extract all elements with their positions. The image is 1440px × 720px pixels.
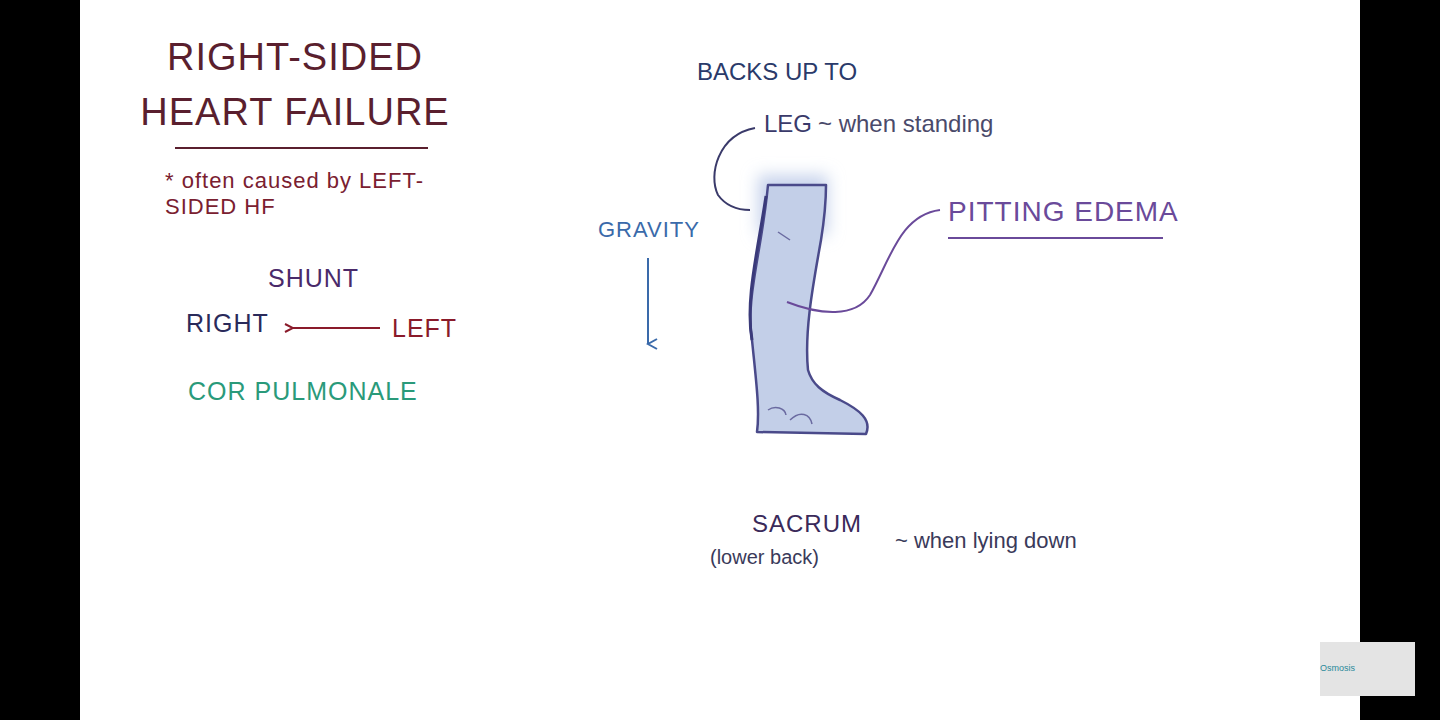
left-label: LEFT [392,313,457,343]
shunt-arrow [292,327,380,329]
cor-pulmonale-label: COR PULMONALE [188,376,418,406]
lower-back-note: (lower back) [710,545,819,569]
ankle-detail [768,408,786,415]
leg-outline [750,196,766,340]
leg-label: LEG [764,110,812,139]
leg-bracket [714,128,755,210]
title: RIGHT-SIDED HEART FAILURE [125,30,465,140]
sacrum-label: SACRUM [752,510,862,539]
foot-detail [790,414,812,424]
standing-note: ~ when standing [818,110,993,139]
edema-underline [948,237,1163,239]
lying-down-note: ~ when lying down [895,528,1077,554]
gravity-label: GRAVITY [598,217,700,243]
watermark: Osmosis [1320,663,1355,674]
right-label: RIGHT [186,308,269,338]
edema-leader [787,210,940,312]
leg-detail [778,232,790,240]
pitting-edema-label: PITTING EDEMA [948,195,1179,229]
title-underline [175,147,428,149]
shunt-label: SHUNT [268,263,359,293]
backs-up-label: BACKS UP TO [697,58,857,87]
gravity-arrow [647,258,649,344]
cause-note: * often caused by LEFT-SIDED HF [165,168,445,221]
